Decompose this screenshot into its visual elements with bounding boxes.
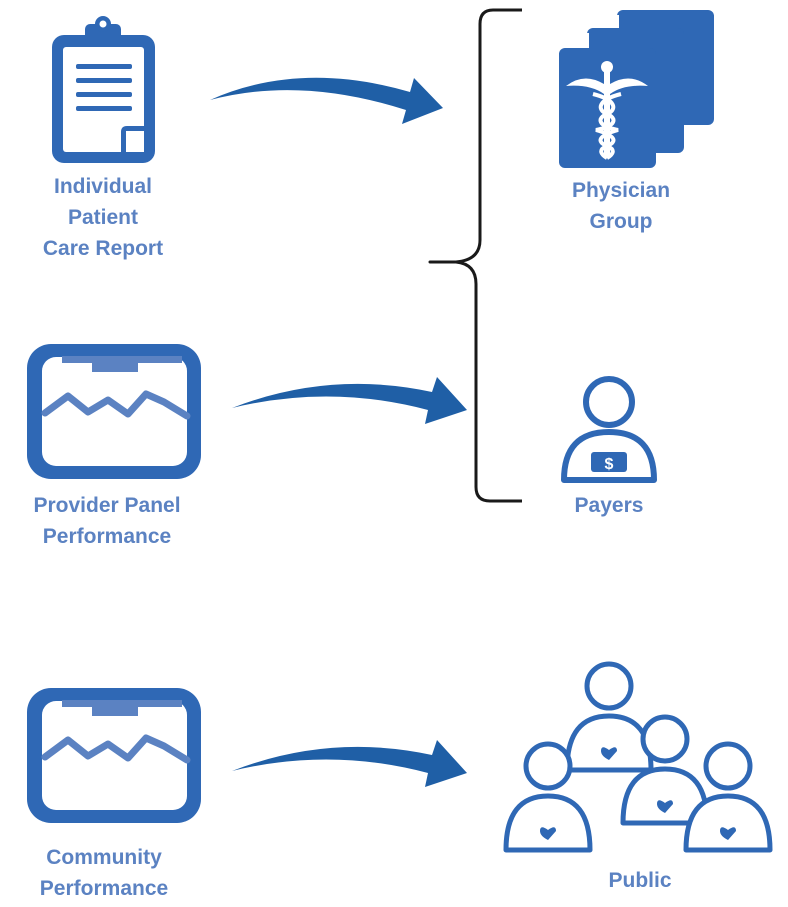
arrow-provider-to-stakeholders	[232, 377, 467, 424]
caduceus-cards-icon	[559, 10, 714, 168]
physician-group-label: Physician Group	[571, 179, 671, 233]
provider-panel-performance-label: Provider Panel Performance	[33, 494, 181, 548]
people-heart-icon	[503, 661, 773, 853]
arrow-community-to-public	[232, 740, 467, 787]
arrow-individual-to-stakeholders	[210, 77, 443, 124]
trend-chart-icon	[27, 344, 201, 479]
dollar-badge: $	[605, 456, 614, 473]
clipboard-icon	[52, 16, 155, 163]
payers-label: Payers	[574, 494, 644, 517]
person-dollar-icon: $	[561, 376, 657, 483]
public-label: Public	[608, 869, 672, 892]
individual-patient-care-report-label: Individual Patient Care Report	[42, 175, 164, 260]
trend-chart-icon	[27, 688, 201, 823]
curly-bracket	[428, 8, 522, 503]
community-performance-label: Community Performance	[39, 846, 169, 900]
